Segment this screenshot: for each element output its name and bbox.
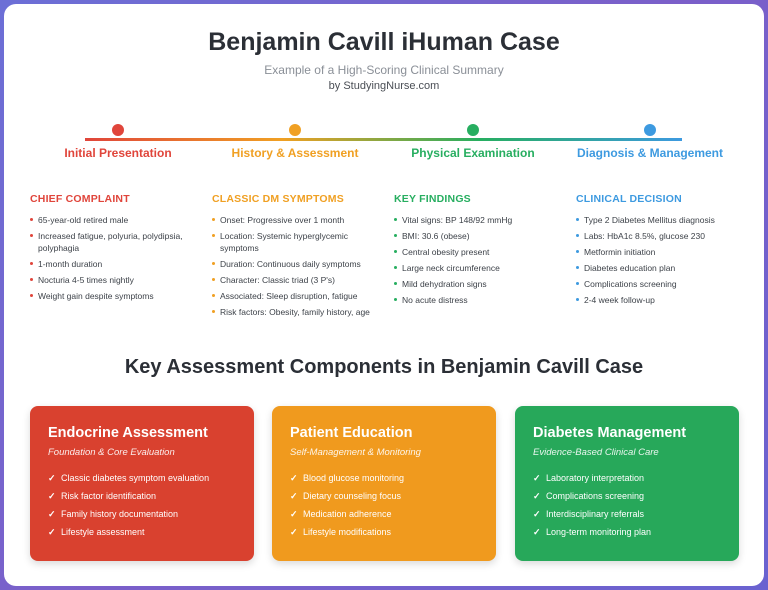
box-diabetes-management: Diabetes Management Evidence-Based Clini… [515, 406, 739, 561]
list-item: Increased fatigue, polyuria, polydipsia,… [30, 230, 205, 254]
column-heading: CHIEF COMPLAINT [30, 193, 130, 205]
column-dm-symptoms: CLASSIC DM SYMPTOMS Onset: Progressive o… [212, 193, 387, 322]
list-item: Associated: Sleep disruption, fatigue [212, 290, 387, 302]
check-icon: ✓ [48, 473, 56, 483]
list-item: Vital signs: BP 148/92 mmHg [394, 214, 569, 226]
list-item-text: Dietary counseling focus [303, 491, 402, 501]
column-heading: CLINICAL DECISION [576, 193, 682, 205]
list-item: ✓ Complications screening [533, 490, 721, 502]
list-item: Labs: HbA1c 8.5%, glucose 230 [576, 230, 751, 242]
list-item: Large neck circumference [394, 262, 569, 274]
timeline-line [85, 138, 682, 141]
box-subtitle: Foundation & Core Evaluation [48, 447, 175, 458]
list-item: ✓ Blood glucose monitoring [290, 472, 478, 484]
list-item: 1-month duration [30, 258, 205, 270]
column-heading: CLASSIC DM SYMPTOMS [212, 193, 344, 205]
list-item-text: Lifestyle assessment [61, 527, 145, 537]
timeline-dot-2 [289, 124, 301, 136]
column-chief-complaint: CHIEF COMPLAINT 65-year-old retired male… [30, 193, 205, 306]
page-title: Benjamin Cavill iHuman Case [208, 28, 560, 56]
check-icon: ✓ [533, 509, 541, 519]
list-item-text: Blood glucose monitoring [303, 473, 405, 483]
column-clinical-decision: CLINICAL DECISION Type 2 Diabetes Mellit… [576, 193, 751, 310]
column-heading: KEY FINDINGS [394, 193, 471, 205]
check-icon: ✓ [290, 527, 298, 537]
list-item: ✓ Risk factor identification [48, 490, 236, 502]
list-item: Duration: Continuous daily symptoms [212, 258, 387, 270]
list-item-text: Classic diabetes symptom evaluation [61, 473, 210, 483]
list-item: ✓ Interdisciplinary referrals [533, 508, 721, 520]
list-item: ✓ Classic diabetes symptom evaluation [48, 472, 236, 484]
check-icon: ✓ [48, 509, 56, 519]
list-item: 2-4 week follow-up [576, 294, 751, 306]
box-patient-education: Patient Education Self-Management & Moni… [272, 406, 496, 561]
timeline-label-4: Diagnosis & Management [576, 146, 724, 160]
list-item: Weight gain despite symptoms [30, 290, 205, 302]
list-item: Type 2 Diabetes Mellitus diagnosis [576, 214, 751, 226]
list-item: Nocturia 4-5 times nightly [30, 274, 205, 286]
list-item-text: Medication adherence [303, 509, 392, 519]
list-item: Complications screening [576, 278, 751, 290]
check-icon: ✓ [48, 527, 56, 537]
byline: by StudyingNurse.com [328, 80, 440, 92]
list-item: Risk factors: Obesity, family history, a… [212, 306, 387, 318]
list-item-text: Lifestyle modifications [303, 527, 392, 537]
list-item: ✓ Laboratory interpretation [533, 472, 721, 484]
list-item: Character: Classic triad (3 P's) [212, 274, 387, 286]
box-endocrine-assessment: Endocrine Assessment Foundation & Core E… [30, 406, 254, 561]
list-item: ✓ Long-term monitoring plan [533, 526, 721, 538]
timeline-label-1: Initial Presentation [64, 146, 172, 160]
check-icon: ✓ [290, 509, 298, 519]
list-item: BMI: 30.6 (obese) [394, 230, 569, 242]
box-subtitle: Self-Management & Monitoring [290, 447, 421, 458]
column-key-findings: KEY FINDINGS Vital signs: BP 148/92 mmHg… [394, 193, 569, 310]
box-list: ✓ Classic diabetes symptom evaluation ✓ Ris… [48, 472, 236, 538]
list-item: ✓ Lifestyle assessment [48, 526, 236, 538]
list-item: Diabetes education plan [576, 262, 751, 274]
box-list: ✓ Blood glucose monitoring ✓ Dietary counse… [290, 472, 478, 538]
box-title: Endocrine Assessment [48, 425, 208, 441]
box-subtitle: Evidence-Based Clinical Care [533, 447, 659, 458]
box-title: Diabetes Management [533, 425, 687, 441]
list-item-text: Laboratory interpretation [546, 473, 645, 483]
check-icon: ✓ [533, 473, 541, 483]
list-item-text: Long-term monitoring plan [546, 527, 652, 537]
timeline-dot-3 [467, 124, 479, 136]
check-icon: ✓ [533, 491, 541, 501]
list-item-text: Complications screening [546, 491, 645, 501]
list-item: Central obesity present [394, 246, 569, 258]
timeline-dot-1 [112, 124, 124, 136]
list-item-text: Family history documentation [61, 509, 179, 519]
list-item: 65-year-old retired male [30, 214, 205, 226]
list-item: ✓ Dietary counseling focus [290, 490, 478, 502]
check-icon: ✓ [48, 491, 56, 501]
timeline-label-2: History & Assessment [231, 146, 359, 160]
list-item: Onset: Progressive over 1 month [212, 214, 387, 226]
section-title: Key Assessment Components in Benjamin Ca… [124, 356, 644, 378]
list-item: ✓ Family history documentation [48, 508, 236, 520]
check-icon: ✓ [290, 473, 298, 483]
list-item-text: Risk factor identification [61, 491, 157, 501]
list-item: No acute distress [394, 294, 569, 306]
list-item: ✓ Medication adherence [290, 508, 478, 520]
timeline-dot-4 [644, 124, 656, 136]
check-icon: ✓ [533, 527, 541, 537]
list-item: Metformin initiation [576, 246, 751, 258]
check-icon: ✓ [290, 491, 298, 501]
timeline-label-3: Physical Examination [411, 146, 535, 160]
list-item: Mild dehydration signs [394, 278, 569, 290]
list-item: ✓ Lifestyle modifications [290, 526, 478, 538]
list-item-text: Interdisciplinary referrals [546, 509, 645, 519]
page-subtitle: Example of a High-Scoring Clinical Summa… [264, 63, 504, 77]
box-title: Patient Education [290, 425, 413, 441]
box-list: ✓ Laboratory interpretation ✓ Complications… [533, 472, 721, 538]
list-item: Location: Systemic hyperglycemic symptom… [212, 230, 387, 254]
